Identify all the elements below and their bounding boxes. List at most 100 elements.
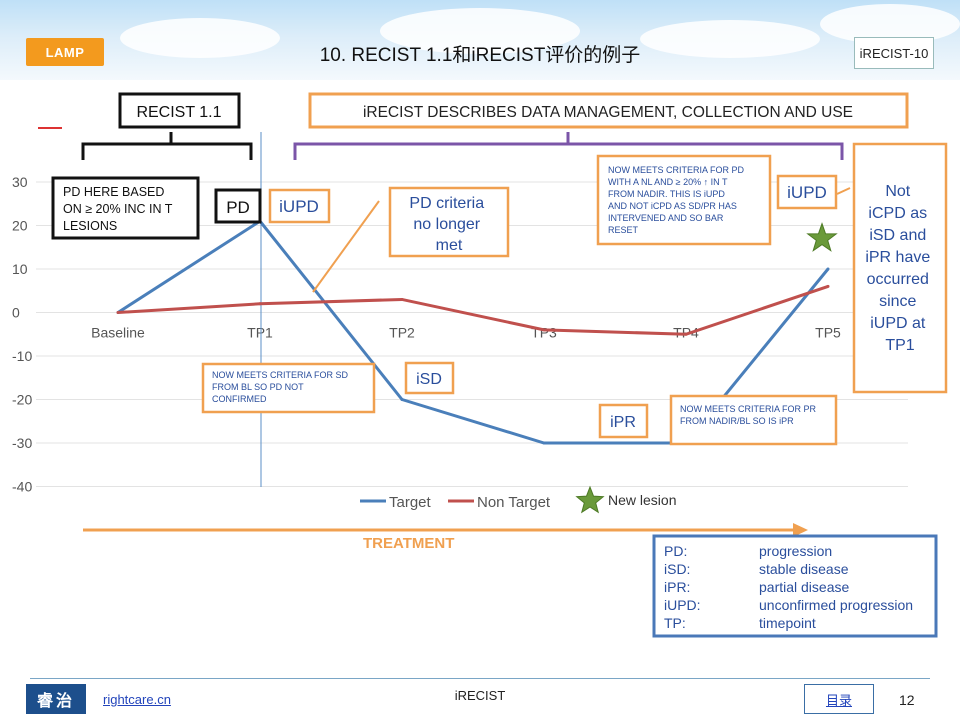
ipr-label: iPR xyxy=(610,414,636,431)
not-icpd-text: Not iCPD as iSD and iPR have occurred si… xyxy=(865,183,934,354)
meets-pd-line: NOW MEETS CRITERIA FOR PD xyxy=(608,165,745,175)
pd-note-box xyxy=(51,176,200,240)
x-tick-label: TP4 xyxy=(673,325,699,341)
glossary-term: TP: xyxy=(664,615,686,631)
sd-note-box xyxy=(201,362,376,414)
pd-criteria-line: PD criteria xyxy=(409,195,484,212)
point-nontarget xyxy=(116,311,120,314)
y-tick-label: -30 xyxy=(12,435,32,451)
meets-pd-line: WITH A NL AND ≥ 20% ↑ IN T xyxy=(608,177,728,187)
x-tick-label: Baseline xyxy=(91,325,145,341)
point-nontarget xyxy=(258,302,262,306)
pd-note-line: PD HERE BASED xyxy=(63,185,164,199)
not-icpd-line: iUPD at xyxy=(870,315,926,332)
recist-box xyxy=(118,92,241,129)
legend-nontarget-label: Non Target xyxy=(477,494,551,511)
slide-title: 10. RECIST 1.1和iRECIST评价的例子 xyxy=(319,45,641,66)
treatment-label: TREATMENT xyxy=(363,535,454,552)
irecist-bracket xyxy=(293,132,844,160)
page-number: 12 xyxy=(899,692,915,708)
glossary-definition: unconfirmed progression xyxy=(759,597,913,613)
point-nontarget xyxy=(542,328,546,332)
meets-pd-line: RESET xyxy=(608,225,639,235)
glossary-definition: partial disease xyxy=(759,579,849,595)
point-nontarget xyxy=(400,297,404,301)
pr-note-box xyxy=(669,394,838,446)
recist-label: RECIST 1.1 xyxy=(136,104,221,121)
pd-note-line: ON ≥ 20% INC IN T xyxy=(63,202,173,216)
sd-note-line: NOW MEETS CRITERIA FOR SD xyxy=(212,370,349,380)
y-tick-label: -40 xyxy=(12,479,32,495)
x-tick-label: TP5 xyxy=(815,325,841,341)
pd-label: PD xyxy=(226,198,250,217)
lamp-badge: LAMP xyxy=(26,38,104,66)
pr-note-line: FROM NADIR/BL SO IS iPR xyxy=(680,416,794,426)
irecist-box xyxy=(308,92,909,129)
sd-note-line: FROM BL SO PD NOT xyxy=(212,382,304,392)
pd-note-text: PD HERE BASED ON ≥ 20% INC IN T LESIONS xyxy=(63,185,176,233)
glossary-term: iUPD: xyxy=(664,597,701,613)
pr-note-text: NOW MEETS CRITERIA FOR PR FROM NADIR/BL … xyxy=(680,404,819,426)
pd-criteria-box xyxy=(388,186,510,258)
glossary-term: iPR: xyxy=(664,579,690,595)
iupd-box-1 xyxy=(268,188,331,224)
point-target xyxy=(542,441,546,445)
glossary-term: iSD: xyxy=(664,561,690,577)
slide-tag: iRECIST-10 xyxy=(854,37,934,69)
footer-title: iRECIST xyxy=(454,688,506,703)
pd-note-line: LESIONS xyxy=(63,219,117,233)
pr-note-line: NOW MEETS CRITERIA FOR PR xyxy=(680,404,817,414)
recist-bracket xyxy=(81,132,253,160)
meets-pd-line: AND NOT iCPD AS SD/PR HAS xyxy=(608,201,737,211)
irecist-label: iRECIST DESCRIBES DATA MANAGEMENT, COLLE… xyxy=(363,104,853,121)
not-icpd-line: occurred xyxy=(867,271,929,288)
y-tick-label: 10 xyxy=(12,261,28,277)
iupd-2-pointer xyxy=(836,187,851,195)
ipr-box xyxy=(598,403,649,439)
glossary-box xyxy=(652,534,938,638)
meets-pd-box xyxy=(596,154,772,246)
legend-target-label: Target xyxy=(389,494,432,511)
new-lesion-star xyxy=(806,222,838,252)
sd-note-text: NOW MEETS CRITERIA FOR SD FROM BL SO PD … xyxy=(212,370,351,404)
point-target xyxy=(400,398,404,401)
y-tick-label: -10 xyxy=(12,348,32,364)
toc-button[interactable]: 目录 xyxy=(804,684,874,714)
x-tick-label: TP2 xyxy=(389,325,415,341)
iupd-label-2: iUPD xyxy=(787,183,827,202)
glossary-term: PD: xyxy=(664,543,687,559)
brand-logo: 睿治 xyxy=(26,684,86,714)
meets-pd-line: INTERVENED AND SO BAR xyxy=(608,213,724,223)
point-target xyxy=(826,267,830,271)
glossary-definition: timepoint xyxy=(759,615,816,631)
sd-note-line: CONFIRMED xyxy=(212,394,267,404)
isd-box xyxy=(404,361,455,395)
not-icpd-line: since xyxy=(879,293,916,310)
y-tick-label: 0 xyxy=(12,305,20,321)
glossary-definition: progression xyxy=(759,543,832,559)
legend-newlesion-label: New lesion xyxy=(608,492,676,508)
pd-criteria-line: met xyxy=(436,237,463,254)
point-nontarget xyxy=(826,284,830,288)
pd-criteria-line: no longer xyxy=(413,216,480,233)
not-icpd-line: iCPD as xyxy=(868,205,927,222)
pd-criteria-text: PD criteria no longer met xyxy=(409,195,488,254)
not-icpd-line: iSD and xyxy=(869,227,926,244)
not-icpd-line: TP1 xyxy=(885,337,914,354)
y-tick-label: 20 xyxy=(12,218,28,234)
footer-divider xyxy=(30,678,930,679)
glossary-definition: stable disease xyxy=(759,561,849,577)
site-link[interactable]: rightcare.cn xyxy=(103,692,171,707)
point-nontarget xyxy=(684,332,688,336)
pd-box xyxy=(214,188,262,224)
not-icpd-line: iPR have xyxy=(865,249,930,266)
x-tick-label: TP1 xyxy=(247,325,273,341)
iupd-label-1: iUPD xyxy=(279,197,319,216)
isd-label: iSD xyxy=(416,371,442,388)
meets-pd-line: FROM NADIR. THIS IS iUPD xyxy=(608,189,725,199)
meets-pd-text: NOW MEETS CRITERIA FOR PD WITH A NL AND … xyxy=(608,165,747,235)
